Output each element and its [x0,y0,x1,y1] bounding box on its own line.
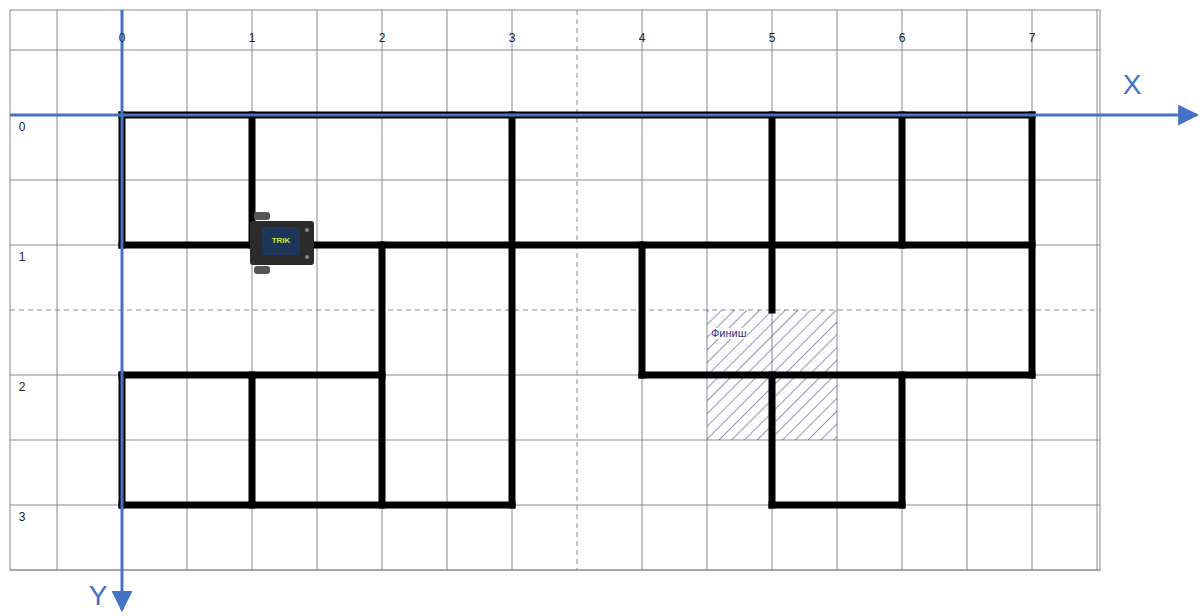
column-number: 2 [379,32,386,44]
column-number: 6 [899,32,906,44]
finish-cell: Финиш [707,310,837,440]
column-number: 1 [249,32,256,44]
row-number: 0 [19,121,26,133]
x-axis [10,114,1197,117]
column-number: 0 [119,32,126,44]
row-number: 3 [19,511,26,523]
robot [250,212,314,274]
column-number: 7 [1029,32,1036,44]
y-axis [121,10,124,610]
column-number: 5 [769,32,776,44]
column-number: 3 [509,32,516,44]
axis-label: Y [89,582,108,610]
column-number: 4 [639,32,646,44]
row-number: 1 [19,251,26,263]
grid-lines [10,10,1100,570]
maze-walls [122,115,1032,505]
robot-screen-text: TRIK [272,237,291,245]
finish-label: Финиш [711,328,747,339]
row-number: 2 [19,381,26,393]
axis-label: X [1123,71,1142,99]
